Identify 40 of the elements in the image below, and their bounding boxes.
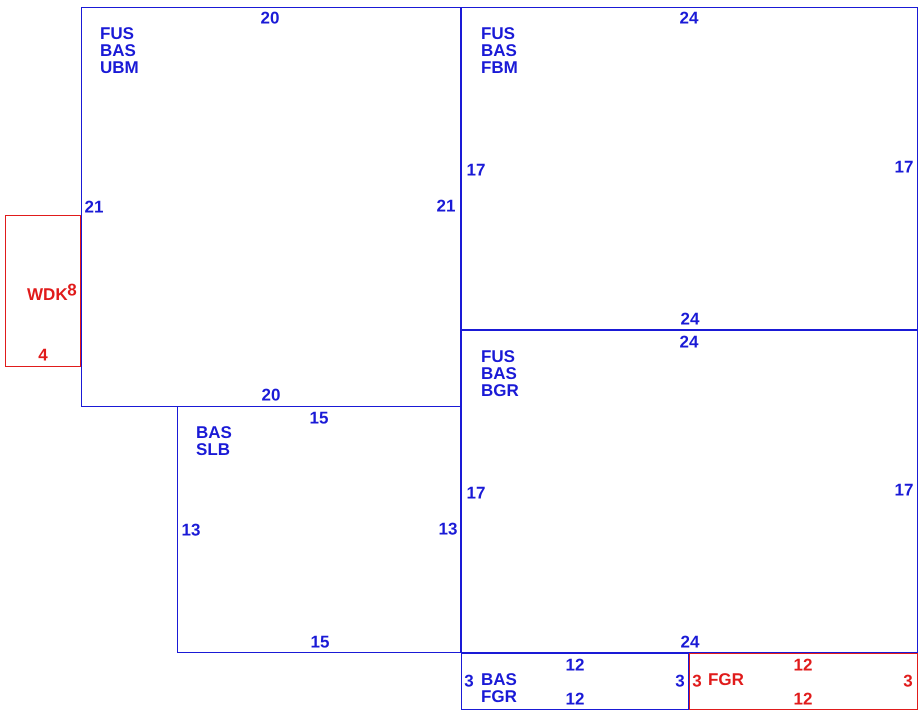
dimension-label: 17 bbox=[894, 482, 914, 498]
room-outline bbox=[461, 7, 918, 330]
room-outline bbox=[81, 7, 461, 407]
dimension-label: 13 bbox=[182, 522, 200, 538]
dimension-label: 24 bbox=[680, 634, 700, 650]
dimension-label: 3 bbox=[675, 672, 685, 690]
room-code: BAS SLB bbox=[196, 424, 232, 458]
dimension-label: 12 bbox=[566, 656, 584, 674]
dimension-label: 12 bbox=[794, 690, 812, 708]
room-outline bbox=[461, 653, 689, 710]
dimension-label: 20 bbox=[260, 10, 280, 26]
dimension-label: 17 bbox=[466, 484, 486, 502]
room-code: FUS BAS UBM bbox=[100, 25, 139, 76]
room-code: BAS FGR bbox=[481, 671, 517, 705]
dimension-label: 17 bbox=[894, 158, 914, 176]
room-code: FUS BAS FBM bbox=[481, 25, 518, 76]
dimension-label: 21 bbox=[436, 198, 456, 214]
room-code: FGR bbox=[708, 671, 744, 688]
room-outline bbox=[689, 653, 918, 710]
dimension-label: 13 bbox=[438, 520, 458, 538]
dimension-label: 12 bbox=[794, 656, 812, 674]
room-outline bbox=[461, 330, 918, 653]
room-code: FUS BAS BGR bbox=[481, 348, 519, 399]
dimension-label: 15 bbox=[310, 410, 328, 426]
room-outline bbox=[177, 406, 461, 653]
dimension-label: 24 bbox=[680, 10, 698, 26]
dimension-label: 3 bbox=[903, 672, 913, 690]
dimension-label: 21 bbox=[84, 198, 104, 216]
dimension-label: 4 bbox=[38, 346, 48, 364]
dimension-label: 17 bbox=[466, 162, 486, 178]
room-outline bbox=[5, 215, 81, 367]
dimension-label: 12 bbox=[566, 690, 584, 708]
dimension-label: 3 bbox=[464, 672, 474, 690]
dimension-label: 3 bbox=[692, 672, 702, 690]
dimension-label: 24 bbox=[680, 310, 700, 328]
dimension-label: 20 bbox=[262, 386, 280, 404]
dimension-label: 15 bbox=[310, 634, 330, 650]
dimension-label: 24 bbox=[680, 334, 698, 350]
dimension-label: 8 bbox=[67, 282, 77, 298]
room-code: WDK bbox=[27, 286, 68, 303]
